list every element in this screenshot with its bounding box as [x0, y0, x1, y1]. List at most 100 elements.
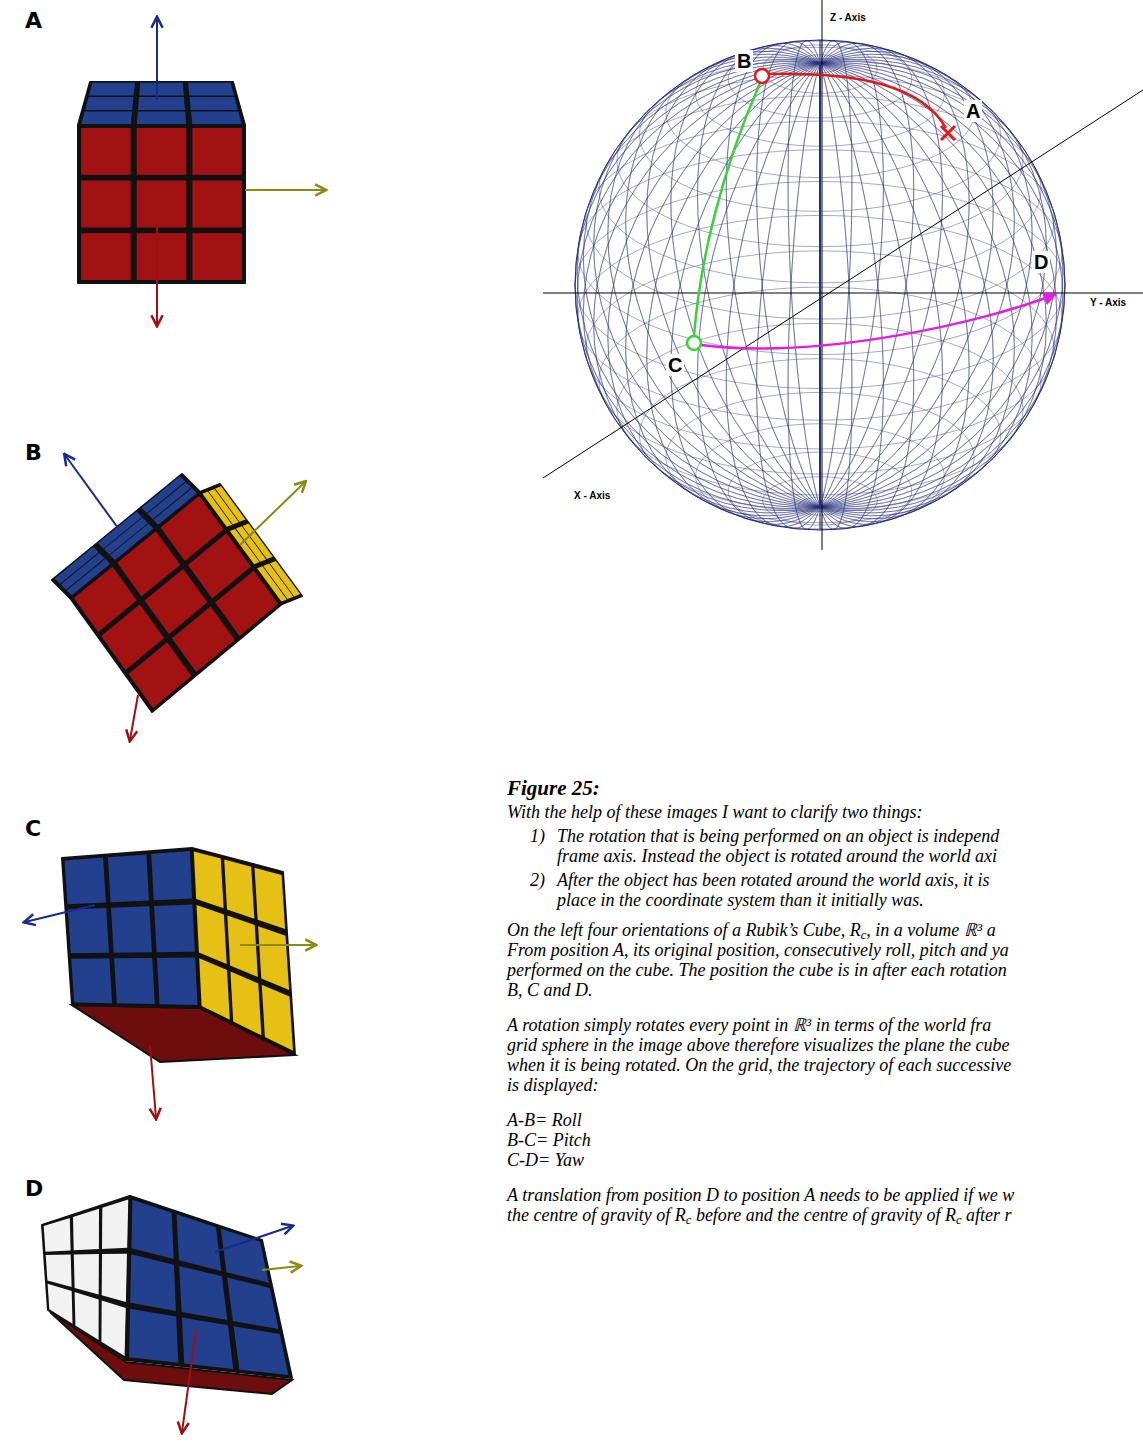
cube-face: [42, 1196, 130, 1360]
panel-letter: D: [25, 1176, 43, 1201]
text-line: performed on the cube. The position the …: [507, 960, 1007, 980]
cube-sticker: [71, 958, 112, 1003]
cube-sticker: [230, 972, 261, 1036]
cube-sticker: [177, 1214, 222, 1271]
x-axis-line: [543, 90, 1143, 478]
frame-arrows: [25, 18, 325, 1432]
body-text: c: [686, 1213, 692, 1227]
cube-sticker: [258, 926, 289, 990]
cube-sticker: [73, 1209, 99, 1251]
body-text: B-C= Pitch: [507, 1130, 591, 1150]
axis-arrow: [215, 1226, 292, 1252]
panel-letter: B: [25, 440, 42, 465]
face-base: [78, 125, 245, 283]
face-base: [42, 1196, 130, 1360]
grid-line: [788, 40, 852, 529]
body-text: after r: [962, 1205, 1012, 1225]
cube-sticker: [101, 1300, 125, 1356]
face-base: [192, 848, 295, 1055]
panel-letter: A: [25, 8, 42, 33]
cube-face: [192, 848, 295, 1055]
body-text: performed on the cube. The position the …: [507, 960, 1007, 980]
cube-sticker: [139, 83, 184, 96]
cube-sticker: [75, 1292, 99, 1340]
body-text: A rotation simply rotates every point in…: [507, 1015, 991, 1035]
text-line: With the help of these images I want to …: [507, 802, 922, 822]
body-text: 1): [530, 826, 545, 846]
cube-sticker: [192, 181, 242, 228]
axis-label: Z - Axis: [830, 12, 866, 23]
text-line: 1): [530, 826, 545, 846]
cube-sticker: [81, 233, 131, 280]
panel-letter: C: [25, 816, 41, 841]
text-line: A translation from position D to positio…: [507, 1185, 1014, 1205]
cube-sticker: [129, 1309, 178, 1363]
point-marker: [687, 336, 701, 350]
body-text: A translation from position D to positio…: [507, 1185, 1014, 1205]
text-line: D: [25, 1177, 43, 1201]
y-axis-line: [543, 293, 1143, 294]
cube-sticker: [191, 112, 242, 125]
cube-sticker: [234, 1326, 289, 1375]
text-line: B, C and D.: [507, 980, 593, 1000]
text-line: A: [25, 9, 42, 33]
axis-arrow: [150, 1045, 156, 1118]
text-line: frame axis. Instead the object is rotate…: [557, 846, 997, 866]
point-label: B: [737, 50, 751, 72]
start-cross: [941, 126, 955, 140]
cube-sticker: [137, 128, 187, 175]
axis-arrow: [240, 482, 305, 545]
text-line: X - Axis: [572, 490, 612, 502]
cube-sticker: [81, 112, 132, 125]
axis-arrow: [25, 905, 95, 922]
body-text: frame axis. Instead the object is rotate…: [557, 846, 997, 866]
body-text: After the object has been rotated around…: [557, 870, 990, 890]
cube-sticker: [179, 1266, 227, 1320]
cube-sticker: [199, 958, 230, 1019]
face-base: [78, 82, 245, 125]
axis-label: Y - Axis: [1090, 297, 1126, 308]
body-text: B, C and D.: [507, 980, 593, 1000]
point-label: A: [966, 100, 980, 122]
text-line: Y - Axis: [1088, 297, 1128, 309]
cube-sticker: [262, 985, 293, 1051]
cube-sticker: [192, 233, 242, 280]
cube-sticker: [194, 851, 224, 908]
axis-arrow: [245, 189, 325, 191]
figure-caption: Figure 25:: [507, 776, 600, 800]
text-line: the centre of gravity of Rc before and t…: [507, 1205, 1012, 1230]
axis-arrow: [130, 695, 138, 740]
point-marker: [755, 69, 769, 83]
text-line: From position A, its original position, …: [507, 940, 1009, 960]
cube-sticker: [74, 1254, 99, 1294]
text-line: A-B= Roll: [507, 1110, 582, 1130]
cube-sticker: [215, 571, 278, 636]
cube-sticker: [188, 83, 234, 96]
cube-sticker: [130, 1254, 176, 1311]
face-base: [70, 492, 282, 712]
start-cross: [941, 126, 955, 140]
cube-sticker: [46, 1255, 72, 1288]
point-label: C: [668, 354, 682, 376]
body-text: With the help of these images I want to …: [507, 802, 922, 822]
body-text: The rotation that is being performed on …: [557, 826, 999, 846]
cube-sticker: [65, 858, 106, 905]
cube-sticker: [197, 905, 227, 964]
text-line: C-D= Yaw: [507, 1150, 584, 1170]
cube-face: [126, 1196, 292, 1378]
yaw-arc: [701, 294, 1056, 348]
axis-label: X - Axis: [574, 490, 610, 501]
cube-face: [62, 848, 200, 1008]
axis-arrow: [182, 1330, 196, 1432]
text-line: Z - Axis: [828, 12, 868, 24]
body-text: From position A, its original position, …: [507, 940, 1009, 960]
cube-sticker: [114, 958, 155, 1004]
pitch-arc: [694, 83, 760, 336]
text-line: B-C= Pitch: [507, 1130, 591, 1150]
cube-sticker: [224, 860, 254, 919]
text-line: B: [735, 50, 753, 72]
text-line: A rotation simply rotates every point in…: [507, 1015, 991, 1035]
cube-sticker: [157, 958, 198, 1005]
cube-sticker: [102, 1254, 127, 1302]
